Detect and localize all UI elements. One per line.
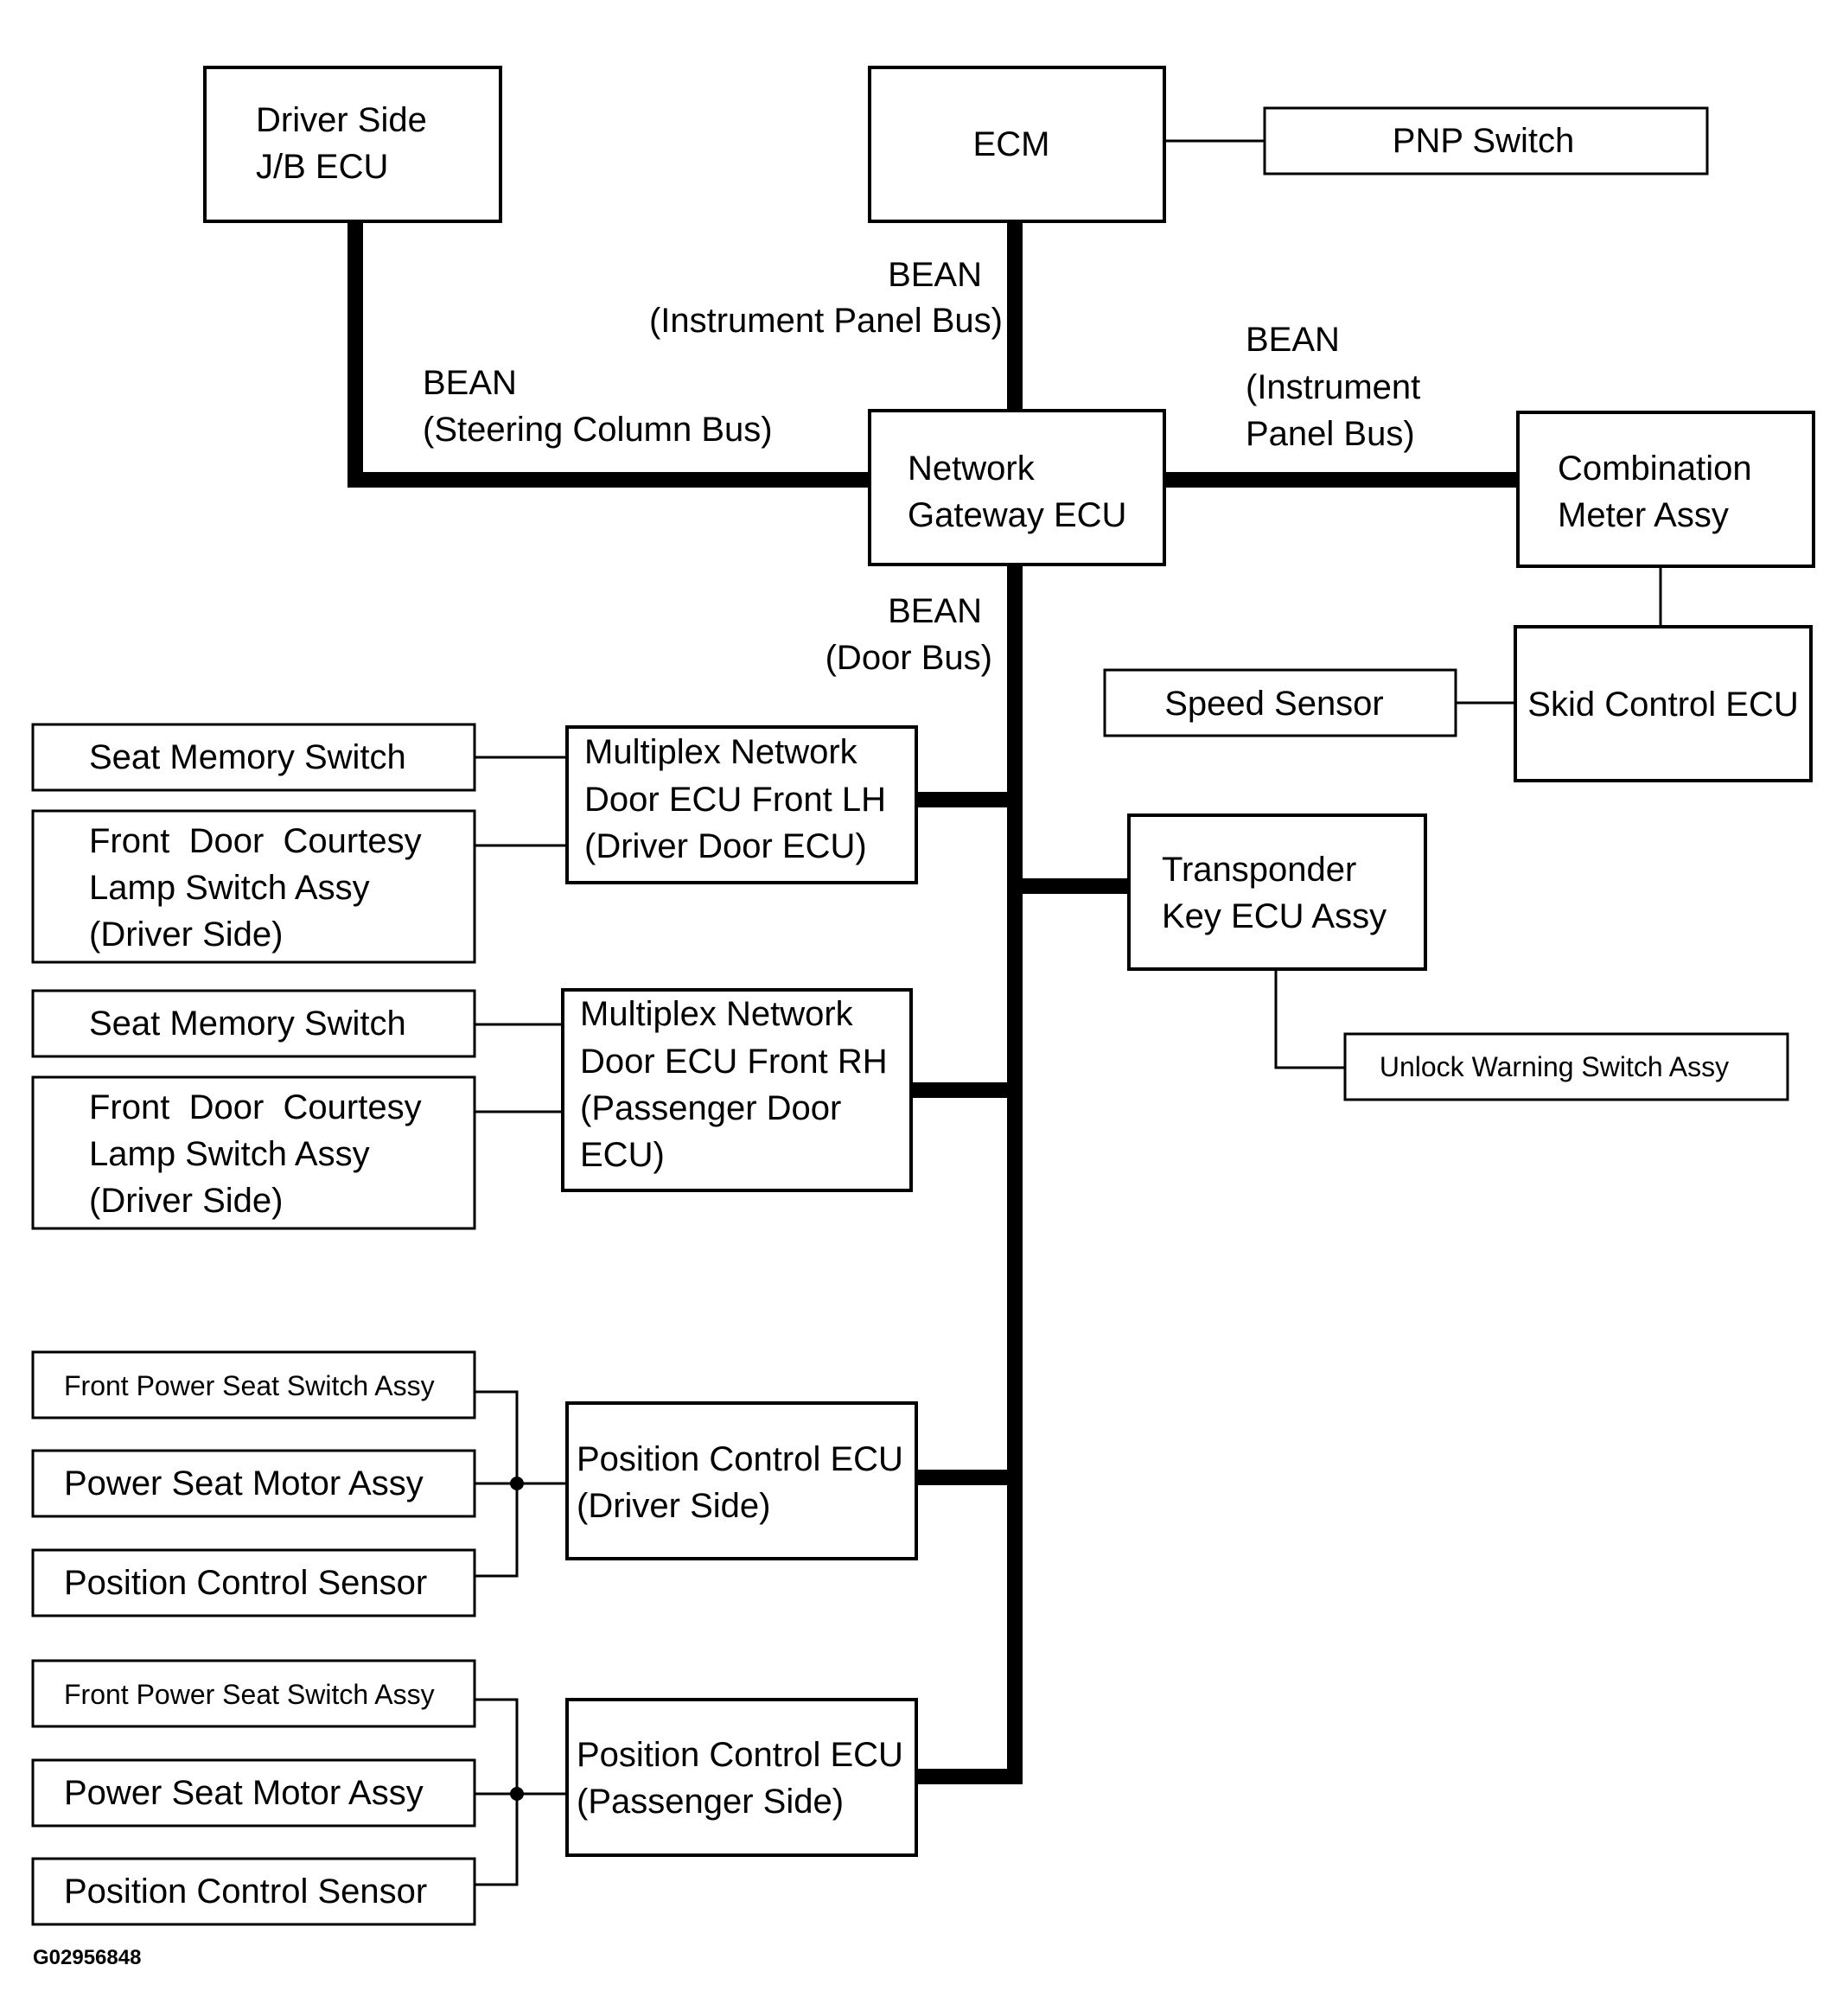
door-bus-trunk <box>916 565 1023 1784</box>
pnp-switch-label: PNP Switch <box>1393 122 1574 160</box>
skid-control-label: Skid Control ECU <box>1527 686 1798 724</box>
door-lh-line1: Multiplex Network <box>584 733 858 771</box>
unlock-warning-switch-box: Unlock Warning Switch Assy <box>1343 1032 1789 1101</box>
transponder-line2: Key ECU Assy <box>1162 897 1387 935</box>
skid-control-ecu-box: Skid Control ECU <box>1514 625 1813 782</box>
door-lh-line2: Door ECU Front LH <box>584 781 886 819</box>
door-bus-label-2: (Door Bus) <box>826 639 992 677</box>
pos-driver-line1: Position Control ECU <box>577 1440 903 1478</box>
pos-driver-line2: (Driver Side) <box>577 1487 770 1525</box>
bus-lines <box>347 220 1518 1784</box>
combination-line1: Combination <box>1558 450 1752 488</box>
position-control-ecu-driver-box: Position Control ECU (Driver Side) <box>565 1401 918 1560</box>
junction-dot-passenger <box>510 1787 524 1801</box>
courtesy-1-line1: Front Door Courtesy <box>89 822 422 860</box>
position-control-sensor-2-box: Position Control Sensor <box>31 1857 476 1926</box>
door-rh-line3: (Passenger Door <box>580 1089 841 1127</box>
gateway-line2: Gateway ECU <box>908 496 1126 534</box>
meter-bus-label-1: BEAN <box>1246 321 1340 359</box>
seat-memory-1-label: Seat Memory Switch <box>89 738 406 776</box>
speed-sensor-label: Speed Sensor <box>1164 685 1384 723</box>
driver-jb-ecu-line1: Driver Side <box>256 101 427 139</box>
door-ecu-front-rh-box: Multiplex Network Door ECU Front RH (Pas… <box>561 988 913 1192</box>
psm-1-label: Power Seat Motor Assy <box>64 1464 424 1502</box>
steering-bus-label-2: (Steering Column Bus) <box>423 411 773 449</box>
courtesy-2-line3: (Driver Side) <box>89 1182 283 1220</box>
pcs-2-label: Position Control Sensor <box>64 1872 427 1911</box>
courtesy-switch-2-box: Front Door Courtesy Lamp Switch Assy (Dr… <box>31 1075 476 1230</box>
fps-1-label: Front Power Seat Switch Assy <box>64 1370 435 1401</box>
figure-id: G02956848 <box>33 1946 141 1969</box>
position-control-sensor-1-box: Position Control Sensor <box>31 1548 476 1617</box>
pnp-switch-box: PNP Switch <box>1263 106 1709 175</box>
pos-passenger-line2: (Passenger Side) <box>577 1783 844 1821</box>
wire-lines <box>475 139 1662 1886</box>
position-control-ecu-passenger-box: Position Control ECU (Passenger Side) <box>565 1698 918 1857</box>
gateway-line1: Network <box>908 450 1036 488</box>
transponder-unlock-wire <box>1274 969 1345 1069</box>
ecm-label: ECM <box>973 125 1050 163</box>
front-power-seat-switch-2-box: Front Power Seat Switch Assy <box>31 1659 476 1728</box>
fps-2-label: Front Power Seat Switch Assy <box>64 1679 435 1710</box>
seat-memory-switch-1-box: Seat Memory Switch <box>31 723 476 792</box>
pos-passenger-line1: Position Control ECU <box>577 1736 903 1774</box>
door-rh-line4: ECU) <box>580 1136 665 1174</box>
transponder-key-ecu-box: Transponder Key ECU Assy <box>1127 813 1427 971</box>
door-rh-line1: Multiplex Network <box>580 995 854 1033</box>
front-power-seat-switch-1-box: Front Power Seat Switch Assy <box>31 1350 476 1419</box>
unlock-warning-label: Unlock Warning Switch Assy <box>1380 1051 1729 1082</box>
driver-jb-ecu-box: Driver Side J/B ECU <box>203 66 502 223</box>
courtesy-1-line2: Lamp Switch Assy <box>89 869 370 907</box>
door-bus-label-1: BEAN <box>888 592 982 630</box>
power-seat-motor-2-box: Power Seat Motor Assy <box>31 1758 476 1828</box>
door-rh-line2: Door ECU Front RH <box>580 1043 888 1081</box>
meter-bus-label-3: Panel Bus) <box>1246 415 1415 453</box>
driver-jb-ecu-line2: J/B ECU <box>256 148 388 186</box>
courtesy-2-line1: Front Door Courtesy <box>89 1088 422 1126</box>
network-gateway-ecu-box: Network Gateway ECU <box>868 409 1166 566</box>
courtesy-1-line3: (Driver Side) <box>89 915 283 954</box>
junction-dot-driver <box>510 1477 524 1490</box>
ecm-box: ECM <box>868 66 1166 223</box>
psm-2-label: Power Seat Motor Assy <box>64 1774 424 1812</box>
ecm-bus-label-1: BEAN <box>888 256 982 294</box>
combination-meter-box: Combination Meter Assy <box>1516 411 1815 568</box>
speed-sensor-box: Speed Sensor <box>1103 668 1457 737</box>
seat-memory-2-label: Seat Memory Switch <box>89 1005 406 1043</box>
meter-bus-label-2: (Instrument <box>1246 368 1420 406</box>
pcs-1-label: Position Control Sensor <box>64 1564 427 1602</box>
steering-column-bus <box>347 220 870 488</box>
steering-bus-label-1: BEAN <box>423 364 517 402</box>
door-ecu-front-lh-box: Multiplex Network Door ECU Front LH (Dri… <box>565 725 918 884</box>
combination-line2: Meter Assy <box>1558 496 1729 534</box>
transponder-line1: Transponder <box>1162 851 1356 889</box>
courtesy-2-line2: Lamp Switch Assy <box>89 1135 370 1173</box>
courtesy-switch-1-box: Front Door Courtesy Lamp Switch Assy (Dr… <box>31 809 476 964</box>
power-seat-motor-1-box: Power Seat Motor Assy <box>31 1449 476 1518</box>
seat-memory-switch-2-box: Seat Memory Switch <box>31 989 476 1058</box>
door-lh-line3: (Driver Door ECU) <box>584 827 867 865</box>
ecm-bus-label-2: (Instrument Panel Bus) <box>649 302 1003 340</box>
